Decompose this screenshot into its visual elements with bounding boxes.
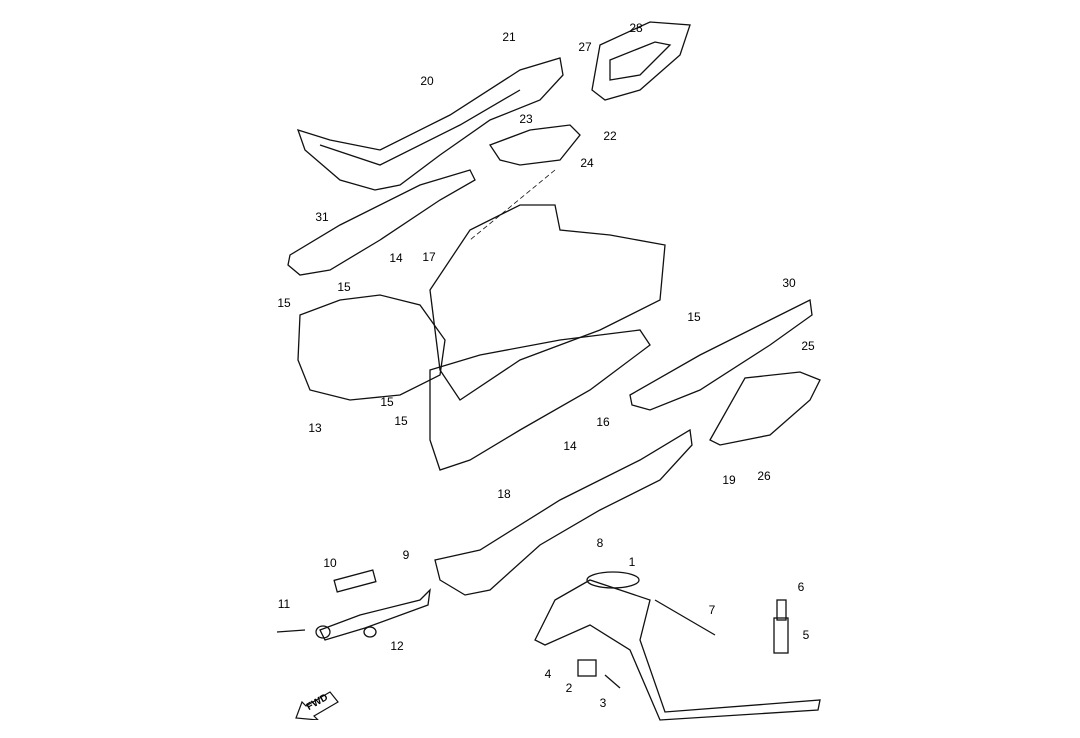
part-3-pin	[604, 674, 621, 689]
part-31-footboard	[287, 169, 476, 276]
leader-dash	[469, 169, 556, 241]
callout-26: 26	[757, 469, 771, 483]
part-main-floor-lower	[429, 329, 651, 471]
callout-7: 7	[708, 603, 716, 617]
callout-11: 11	[277, 597, 291, 611]
callout-13: 13	[308, 421, 322, 435]
part-27-cover	[591, 21, 691, 101]
callout-22: 22	[603, 129, 617, 143]
part-11-bolt	[276, 629, 306, 633]
callout-30: 30	[782, 276, 796, 290]
callout-28: 28	[629, 21, 643, 35]
callout-31: 31	[315, 210, 329, 224]
callout-23: 23	[519, 112, 533, 126]
callout-14: 14	[563, 439, 577, 453]
part-2-bush	[577, 659, 597, 677]
callout-3: 3	[599, 696, 607, 710]
callout-15: 15	[380, 395, 394, 409]
callout-25: 25	[801, 339, 815, 353]
callout-1: 1	[628, 555, 636, 569]
callout-16: 16	[596, 415, 610, 429]
callout-20: 20	[420, 74, 434, 88]
part-7-shaft	[654, 599, 716, 636]
part-13-inner-panel	[297, 294, 446, 401]
part-20-inner-line	[319, 89, 521, 166]
callout-27: 27	[578, 40, 592, 54]
callout-12: 12	[390, 639, 404, 653]
callout-8: 8	[596, 536, 604, 550]
part-12-nut	[363, 626, 377, 638]
part-10-spring	[333, 569, 377, 593]
callout-4: 4	[544, 667, 552, 681]
part-20-side-cover	[296, 57, 564, 191]
part-30-footboard	[629, 299, 813, 411]
part-9-pivot	[315, 625, 331, 639]
callout-5: 5	[802, 628, 810, 642]
forward-arrow: FWD	[294, 690, 340, 721]
callout-17: 17	[422, 250, 436, 264]
callout-21: 21	[502, 30, 516, 44]
callout-9: 9	[402, 548, 410, 562]
part-1-main-stand	[534, 579, 821, 721]
callout-18: 18	[497, 487, 511, 501]
part-27-inner	[609, 41, 672, 81]
arrow-icon	[295, 691, 339, 721]
part-1-pipe	[586, 571, 640, 589]
part-9-side-stand	[319, 588, 431, 641]
part-6-spring	[776, 599, 787, 621]
callout-15: 15	[337, 280, 351, 294]
callout-14: 14	[389, 251, 403, 265]
callout-6: 6	[797, 580, 805, 594]
part-18-under-cover	[434, 428, 693, 596]
callout-15: 15	[394, 414, 408, 428]
part-22-lid	[489, 124, 581, 166]
callout-19: 19	[722, 473, 736, 487]
callout-24: 24	[580, 156, 594, 170]
callout-15: 15	[687, 310, 701, 324]
callout-2: 2	[565, 681, 573, 695]
callout-15: 15	[277, 296, 291, 310]
part-25-cover	[709, 371, 821, 446]
part-5-spring	[773, 617, 789, 654]
part-main-floor	[429, 204, 666, 401]
callout-10: 10	[323, 556, 337, 570]
